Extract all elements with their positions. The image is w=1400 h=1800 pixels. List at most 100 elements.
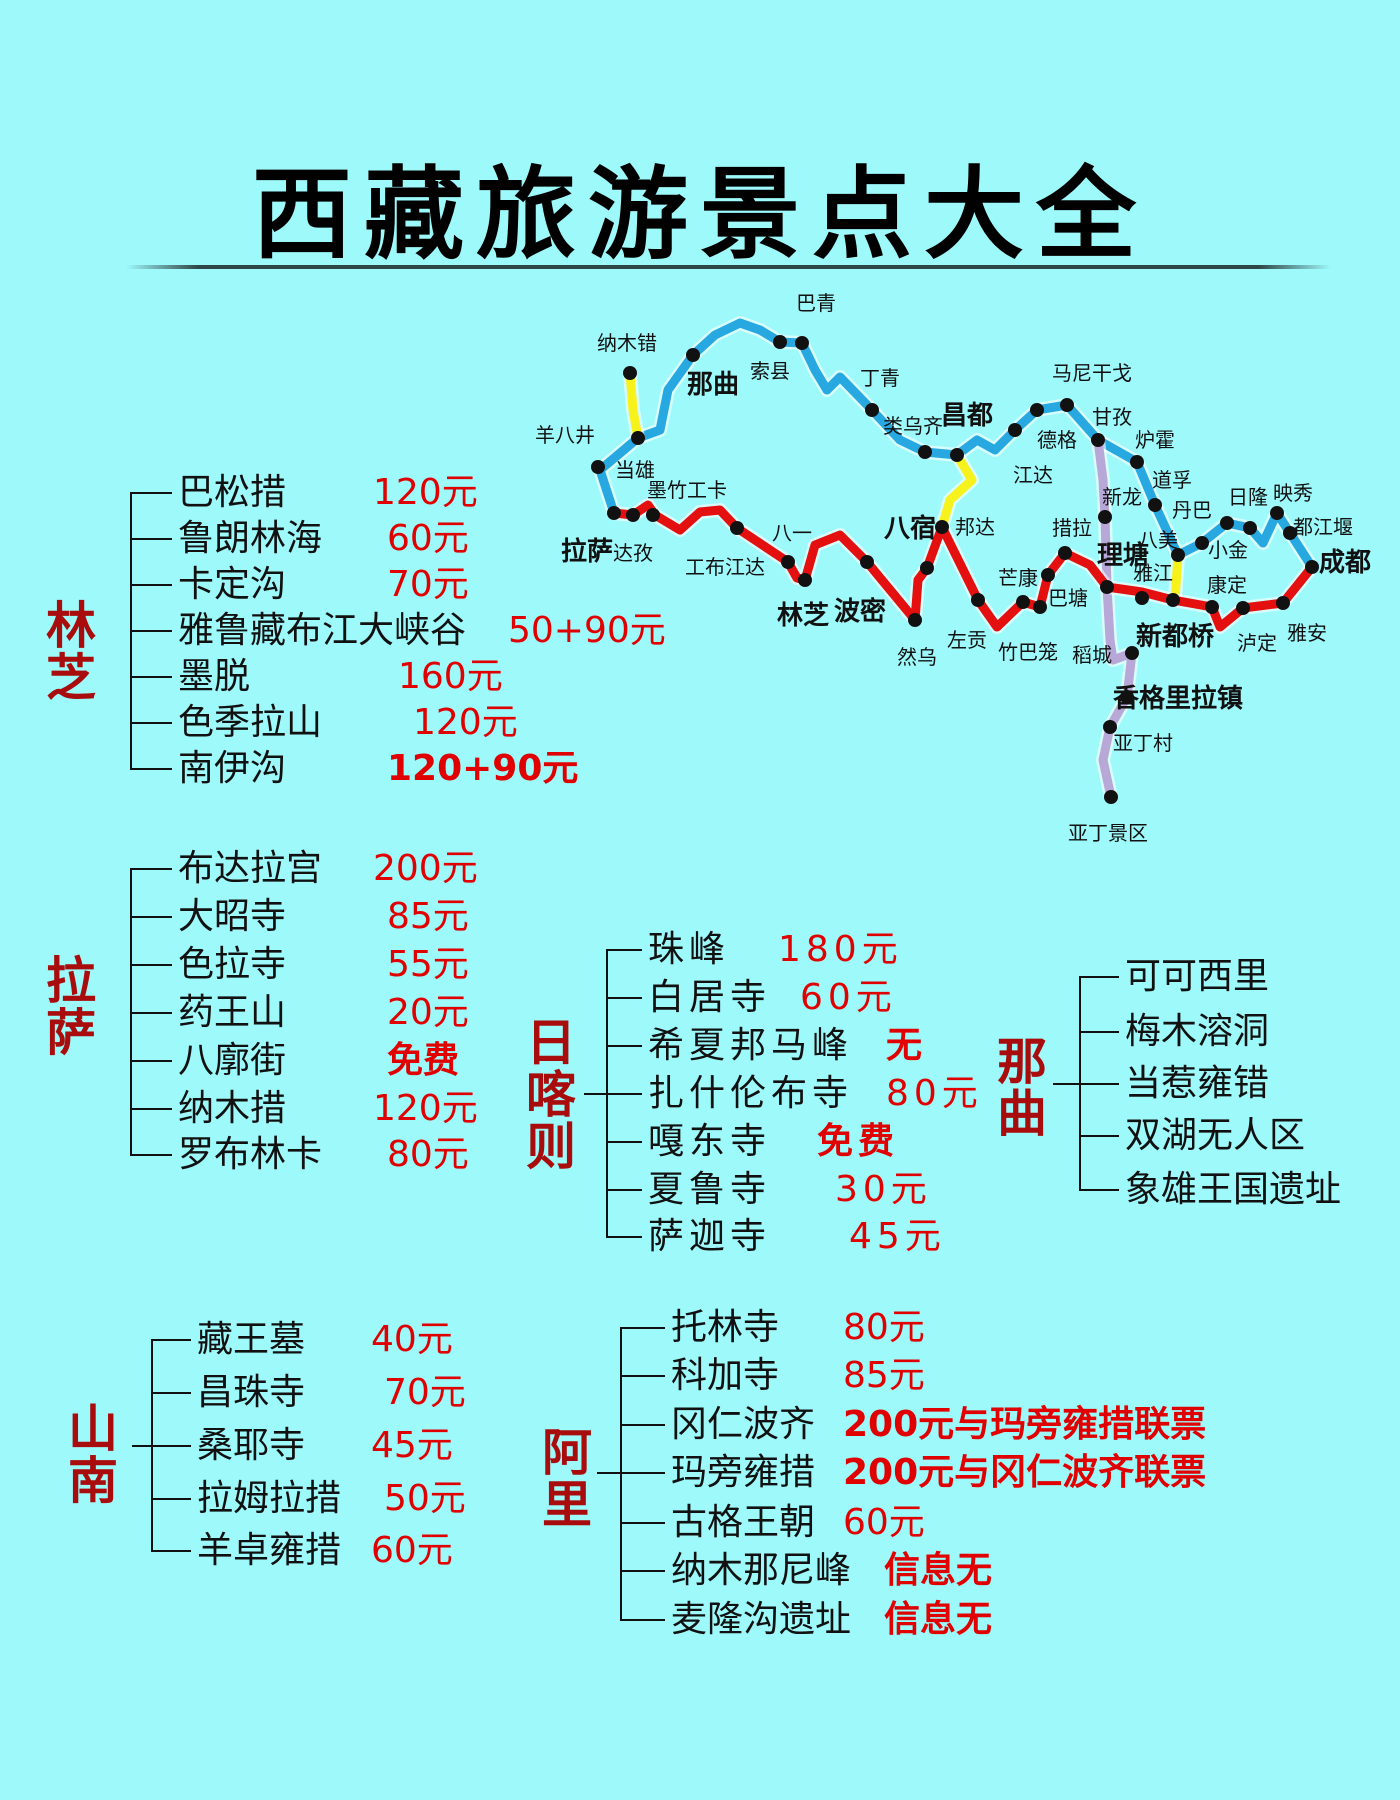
map-place-label: 丹巴 [1172, 498, 1212, 522]
map-place-label: 昌都 [941, 401, 993, 431]
tree-branch [151, 1498, 191, 1500]
attraction-name: 昌珠寺 [197, 1372, 306, 1413]
station-dot [1236, 601, 1250, 615]
station-dot [1205, 600, 1219, 614]
tree-branch [130, 722, 172, 724]
route-yellow-namtso [625, 368, 643, 443]
attraction-name: 色季拉山 [178, 702, 323, 743]
attraction-name: 托林寺 [671, 1307, 780, 1348]
tree-branch [130, 538, 172, 540]
map-place-label: 拉萨 [561, 536, 613, 567]
station-dot [1166, 593, 1180, 607]
tree-branch [606, 1093, 642, 1095]
station-dot [1171, 548, 1185, 562]
station-dot [1033, 600, 1047, 614]
ticket-price: 85元 [843, 1355, 925, 1396]
station-dot [1220, 516, 1234, 530]
region-label: 日喀则 [526, 1014, 576, 1176]
region-label: 林芝 [46, 597, 96, 707]
attraction-name: 扎什伦布寺 [648, 1073, 854, 1114]
attraction-name: 卡定沟 [178, 564, 287, 605]
map-place-label: 泸定 [1237, 631, 1277, 655]
attraction-name: 可可西里 [1125, 956, 1270, 997]
map-place-label: 成都 [1319, 548, 1371, 578]
ticket-price: 30元 [835, 1169, 932, 1210]
station-dot [1120, 690, 1134, 704]
station-dot [1008, 423, 1022, 437]
region-label: 拉萨 [46, 952, 96, 1062]
map-place-label: 羊八井 [535, 423, 595, 447]
station-dot [1130, 455, 1144, 469]
station-dot [773, 335, 787, 349]
ticket-price: 信息无 [884, 1550, 993, 1591]
map-place-label: 都江堰 [1293, 515, 1353, 539]
route-yellow-bamei [1170, 550, 1183, 605]
tree-connector [584, 1093, 606, 1095]
attraction-name: 麦隆沟遗址 [671, 1599, 852, 1640]
route-red-halo [613, 498, 1318, 634]
station-dot [1104, 790, 1118, 804]
tree-branch [620, 1522, 665, 1524]
ticket-price: 120元 [373, 472, 478, 513]
station-dot [1270, 506, 1284, 520]
ticket-price: 60元 [800, 977, 897, 1018]
map-place-label: 达孜 [613, 541, 653, 565]
attraction-name: 双湖无人区 [1125, 1115, 1306, 1156]
attraction-name: 当惹雍错 [1125, 1063, 1270, 1104]
attraction-name: 白居寺 [648, 977, 772, 1018]
map-place-label: 八美 [1138, 528, 1178, 552]
station-dot [1016, 595, 1030, 609]
map-place-label: 康定 [1207, 573, 1247, 597]
attraction-name: 南伊沟 [178, 748, 287, 789]
station-dot [1135, 591, 1149, 605]
tree-branch [130, 916, 172, 918]
tree-branch [151, 1392, 191, 1394]
tree-branch [606, 1045, 642, 1047]
ticket-price: 60元 [387, 518, 469, 559]
tree-branch [130, 768, 172, 770]
station-dot [1100, 580, 1114, 594]
ticket-price: 20元 [387, 992, 469, 1033]
tree-branch [606, 1141, 642, 1143]
tree-branch [1079, 1189, 1119, 1191]
attraction-name: 梅木溶洞 [1125, 1011, 1270, 1052]
map-place-label: 德格 [1037, 428, 1077, 452]
attraction-name: 嘎东寺 [648, 1121, 772, 1162]
ticket-price: 180元 [778, 929, 903, 970]
attraction-name: 雅鲁藏布江大峡谷 [178, 610, 467, 651]
station-dot [1148, 498, 1162, 512]
route-red [609, 500, 1317, 632]
map-place-label: 江达 [1013, 463, 1053, 487]
map-place-label: 那曲 [687, 370, 739, 400]
map-place-label: 雅安 [1287, 621, 1327, 645]
station-dot [1060, 398, 1074, 412]
attraction-name: 鲁朗林海 [178, 518, 323, 559]
station-dot [795, 336, 809, 350]
map-place-label: 巴塘 [1048, 586, 1088, 610]
ticket-price: 120元 [373, 1088, 478, 1129]
tree-connector [132, 1445, 151, 1447]
attraction-name: 色拉寺 [178, 944, 287, 985]
map-place-label: 邦达 [955, 515, 995, 539]
attraction-name: 夏鲁寺 [648, 1169, 772, 1210]
tree-branch [130, 964, 172, 966]
tree-branch [606, 949, 642, 951]
station-dot [1125, 646, 1139, 660]
ticket-price: 80元 [886, 1073, 983, 1114]
tree-branch [1079, 976, 1119, 978]
map-place-label: 竹巴笼 [998, 640, 1058, 664]
station-dot [1103, 720, 1117, 734]
station-dot [591, 460, 605, 474]
route-yellow-bamei-halo [1168, 554, 1185, 601]
map-place-label: 措拉 [1052, 516, 1092, 540]
station-dot [950, 448, 964, 462]
station-dot [1276, 596, 1290, 610]
route-yellow-bangda-halo [935, 451, 979, 529]
ticket-price: 45元 [371, 1425, 453, 1466]
station-dot [860, 555, 874, 569]
map-place-label: 左贡 [947, 628, 987, 652]
map-place-label: 类乌齐 [883, 414, 943, 438]
map-place-label: 纳木错 [597, 331, 657, 355]
tree-bracket [620, 1328, 622, 1620]
ticket-price: 80元 [843, 1307, 925, 1348]
